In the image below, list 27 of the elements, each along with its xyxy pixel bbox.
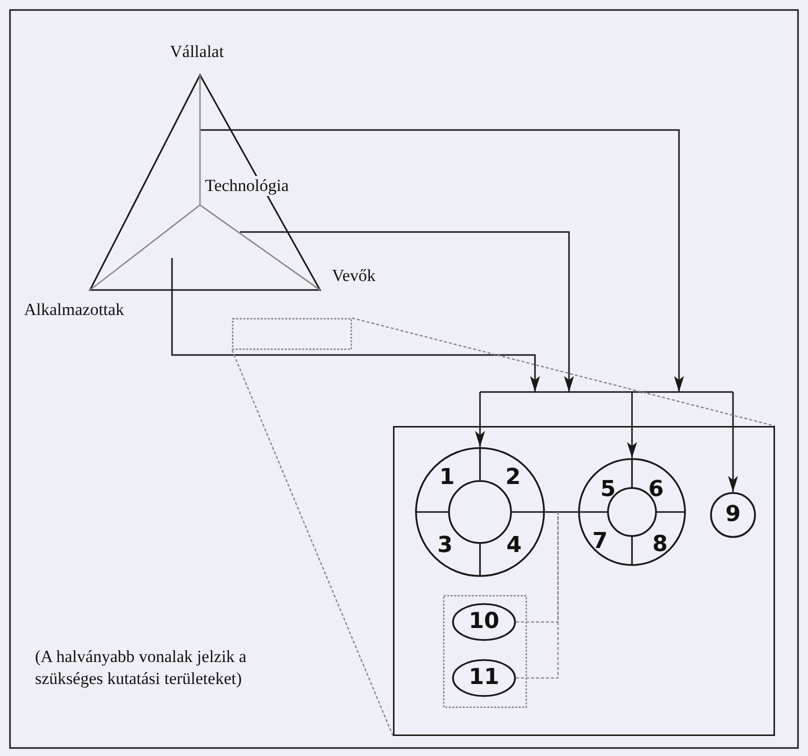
arrow xyxy=(627,392,637,458)
segment-number: 3 xyxy=(437,535,453,557)
zoom-line xyxy=(352,317,776,427)
vertex-label: Alkalmazottak xyxy=(24,300,124,320)
connector-line xyxy=(480,391,733,393)
segment-number: 4 xyxy=(506,535,522,557)
segment-number: 2 xyxy=(505,467,521,489)
segment-number: 6 xyxy=(648,479,664,501)
note-text: (A halványabb vonalak jelzik a szükséges kutatási területeket) xyxy=(35,646,248,690)
segment-number: 8 xyxy=(652,534,668,556)
segment-number: 5 xyxy=(600,479,616,501)
node-number: 9 xyxy=(725,504,741,526)
node-number: 10 xyxy=(468,611,500,633)
arrow xyxy=(475,392,485,447)
segment-number: 7 xyxy=(592,531,608,553)
node-number: 11 xyxy=(468,667,500,689)
vertex-label: Vevők xyxy=(332,266,376,286)
vertex-label: Vállalat xyxy=(170,42,224,62)
zoom-line xyxy=(231,350,394,736)
segment-number: 1 xyxy=(439,467,455,489)
center-label: Technológia xyxy=(205,176,289,196)
arrow xyxy=(240,231,574,392)
bracket-line xyxy=(516,512,559,679)
connector-line xyxy=(545,511,578,513)
arrow xyxy=(200,129,684,392)
arrow xyxy=(171,258,540,392)
arrow xyxy=(728,392,738,492)
